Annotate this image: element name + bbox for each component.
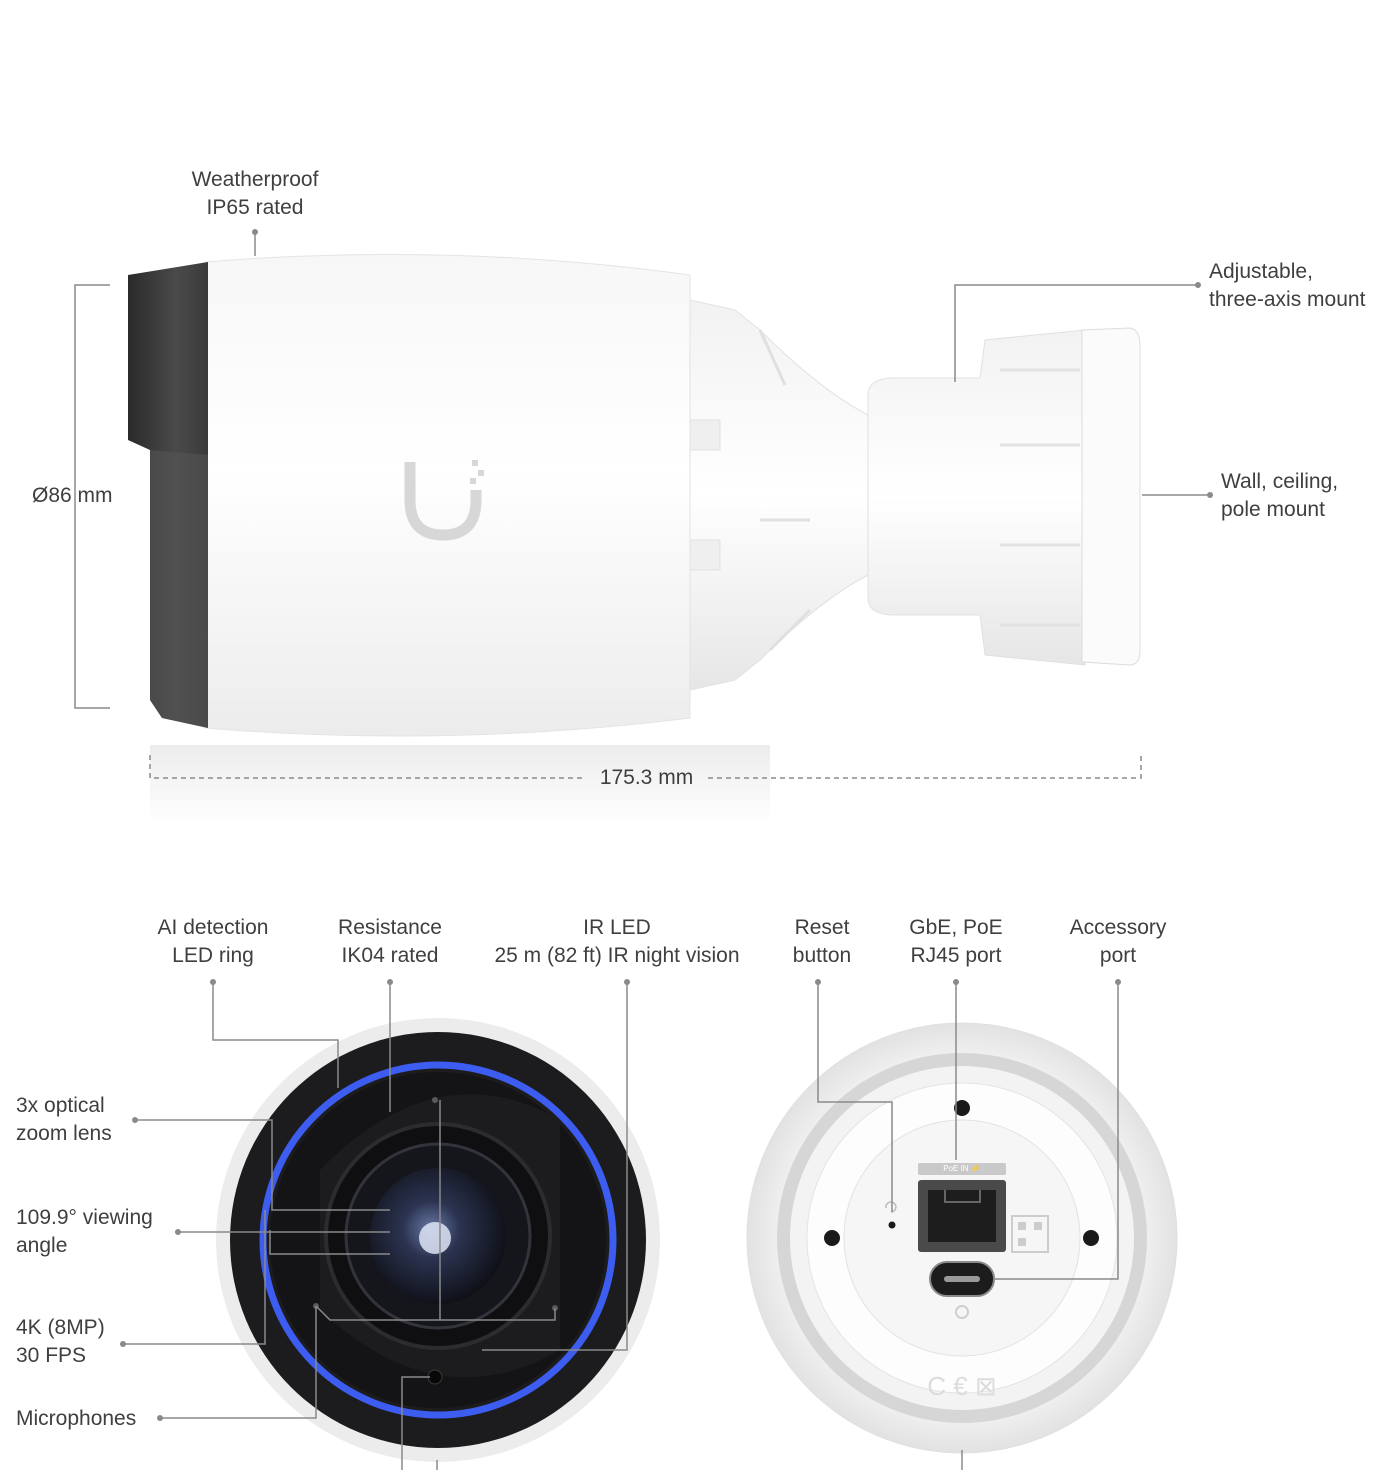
top-leader-lines bbox=[74, 232, 1210, 779]
back-view-camera: C € ⊠ bbox=[746, 1022, 1178, 1454]
ir-led-label: IR LED 25 m (82 ft) IR night vision bbox=[494, 916, 740, 967]
qr-code-icon bbox=[1011, 1215, 1049, 1253]
ubiquiti-logo-icon bbox=[404, 460, 484, 541]
ai-detection-label: AI detection LED ring bbox=[157, 916, 269, 967]
zoom-lens-label: 3x optical zoom lens bbox=[16, 1094, 112, 1145]
mount-neck bbox=[689, 299, 869, 691]
back-leader-lines bbox=[817, 982, 1119, 1470]
rj45-port-label: GbE, PoE RJ45 port bbox=[909, 916, 1003, 967]
weatherproof-label: Weatherproof IP65 rated bbox=[191, 168, 319, 219]
accessory-port-label: Accessory port bbox=[1069, 916, 1167, 967]
reset-button bbox=[888, 1221, 896, 1229]
resolution-label: 4K (8MP) 30 FPS bbox=[16, 1316, 105, 1367]
front-leader-lines bbox=[123, 982, 628, 1470]
mount-base-plate bbox=[1081, 327, 1141, 666]
front-view-camera bbox=[216, 1018, 660, 1462]
ai-led-ring bbox=[259, 1061, 617, 1419]
side-view-camera bbox=[128, 253, 1141, 825]
viewing-angle-label: 109.9° viewing angle bbox=[16, 1206, 153, 1257]
reset-button-label: Reset button bbox=[792, 916, 852, 967]
wall-ceiling-mount-label: Wall, ceiling, pole mount bbox=[1221, 470, 1339, 521]
compliance-marks-icon: C € ⊠ bbox=[927, 1371, 996, 1401]
camera-body bbox=[204, 253, 691, 737]
diameter-label: Ø86 mm bbox=[32, 484, 113, 507]
microphones-label: Microphones bbox=[16, 1407, 137, 1430]
mount-joint bbox=[867, 329, 1086, 666]
poe-in-tag: PoE IN ⚡ bbox=[943, 1164, 981, 1173]
floor-reflection bbox=[150, 745, 770, 825]
resistance-label: Resistance IK04 rated bbox=[338, 916, 442, 967]
adjustable-mount-label: Adjustable, three-axis mount bbox=[1209, 260, 1366, 311]
length-label: 175.3 mm bbox=[599, 766, 694, 789]
poe-tag-bg bbox=[918, 1163, 1006, 1175]
